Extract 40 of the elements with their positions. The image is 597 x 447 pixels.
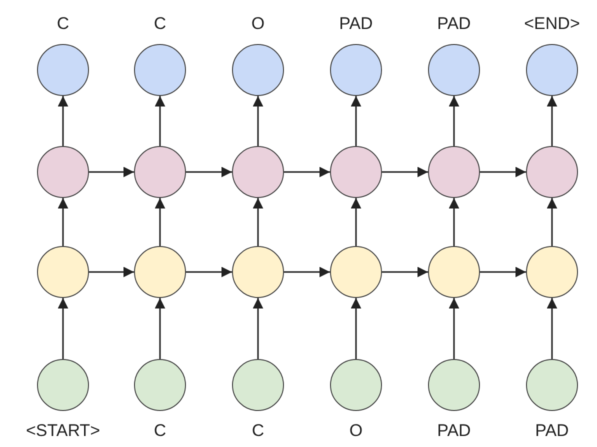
token-label: C [252,421,264,441]
token-label: <START> [26,421,100,441]
arrow [186,266,232,278]
arrow [154,96,166,146]
arrow [448,96,460,146]
arrow [252,96,264,146]
arrow [58,198,68,246]
arrow [58,298,68,359]
token-label: C [154,14,166,34]
arrow [284,166,330,178]
arrow [448,298,460,359]
arrow [350,96,362,146]
arrow [448,198,460,246]
token-label: O [251,14,265,34]
arrow [546,198,558,246]
arrow [480,166,526,178]
token-label: <END> [524,14,580,34]
arrow [382,266,428,278]
arrow [546,298,558,359]
arrow [154,298,166,359]
arrow [546,96,558,146]
arrow [186,166,232,178]
arrow [382,166,428,178]
arrow [154,198,166,246]
arrow [89,166,134,178]
token-label: PAD [339,14,373,34]
arrow [89,266,134,278]
token-label: O [349,421,363,441]
arrow [350,298,362,359]
token-label: PAD [437,14,471,34]
token-label: C [56,14,70,34]
arrow [58,96,68,146]
arrow [284,266,330,278]
arrow [252,298,264,359]
arrow [480,266,526,278]
token-label: PAD [535,421,569,441]
token-label: PAD [437,421,471,441]
arrow [252,198,264,246]
token-label: C [154,421,166,441]
arrow [350,198,362,246]
